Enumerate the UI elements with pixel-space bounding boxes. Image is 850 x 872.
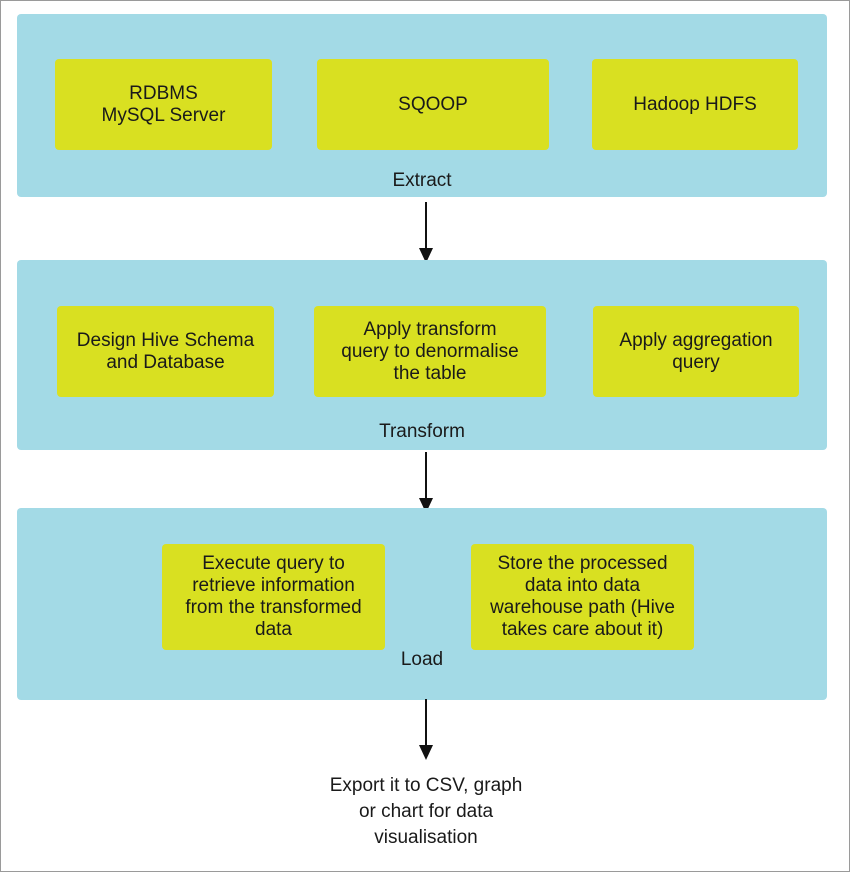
load-label: Load	[400, 649, 444, 670]
arrow-transform-to-load	[416, 452, 436, 514]
load-box-store-data: Store the processed data into data wareh…	[471, 544, 694, 650]
transform-label: Transform	[379, 421, 465, 442]
extract-stage: RDBMS MySQL Server SQOOP Hadoop HDFS Ext…	[17, 14, 827, 197]
extract-label: Extract	[392, 170, 452, 191]
extract-box-sqoop: SQOOP	[317, 59, 549, 150]
extract-box-rdbms: RDBMS MySQL Server	[55, 59, 272, 150]
transform-box-denormalise: Apply transform query to denormalise the…	[314, 306, 546, 397]
transform-stage: Design Hive Schema and Database Apply tr…	[17, 260, 827, 450]
export-text: Export it to CSV, graph or chart for dat…	[329, 775, 523, 848]
arrow-extract-to-transform	[416, 202, 436, 264]
arrow-load-to-export	[416, 699, 436, 761]
load-box-execute-query: Execute query to retrieve information fr…	[162, 544, 385, 650]
load-stage: Execute query to retrieve information fr…	[17, 508, 827, 700]
transform-box-design-schema: Design Hive Schema and Database	[57, 306, 274, 397]
extract-box-hdfs: Hadoop HDFS	[592, 59, 798, 150]
transform-box-aggregation: Apply aggregation query	[593, 306, 799, 397]
